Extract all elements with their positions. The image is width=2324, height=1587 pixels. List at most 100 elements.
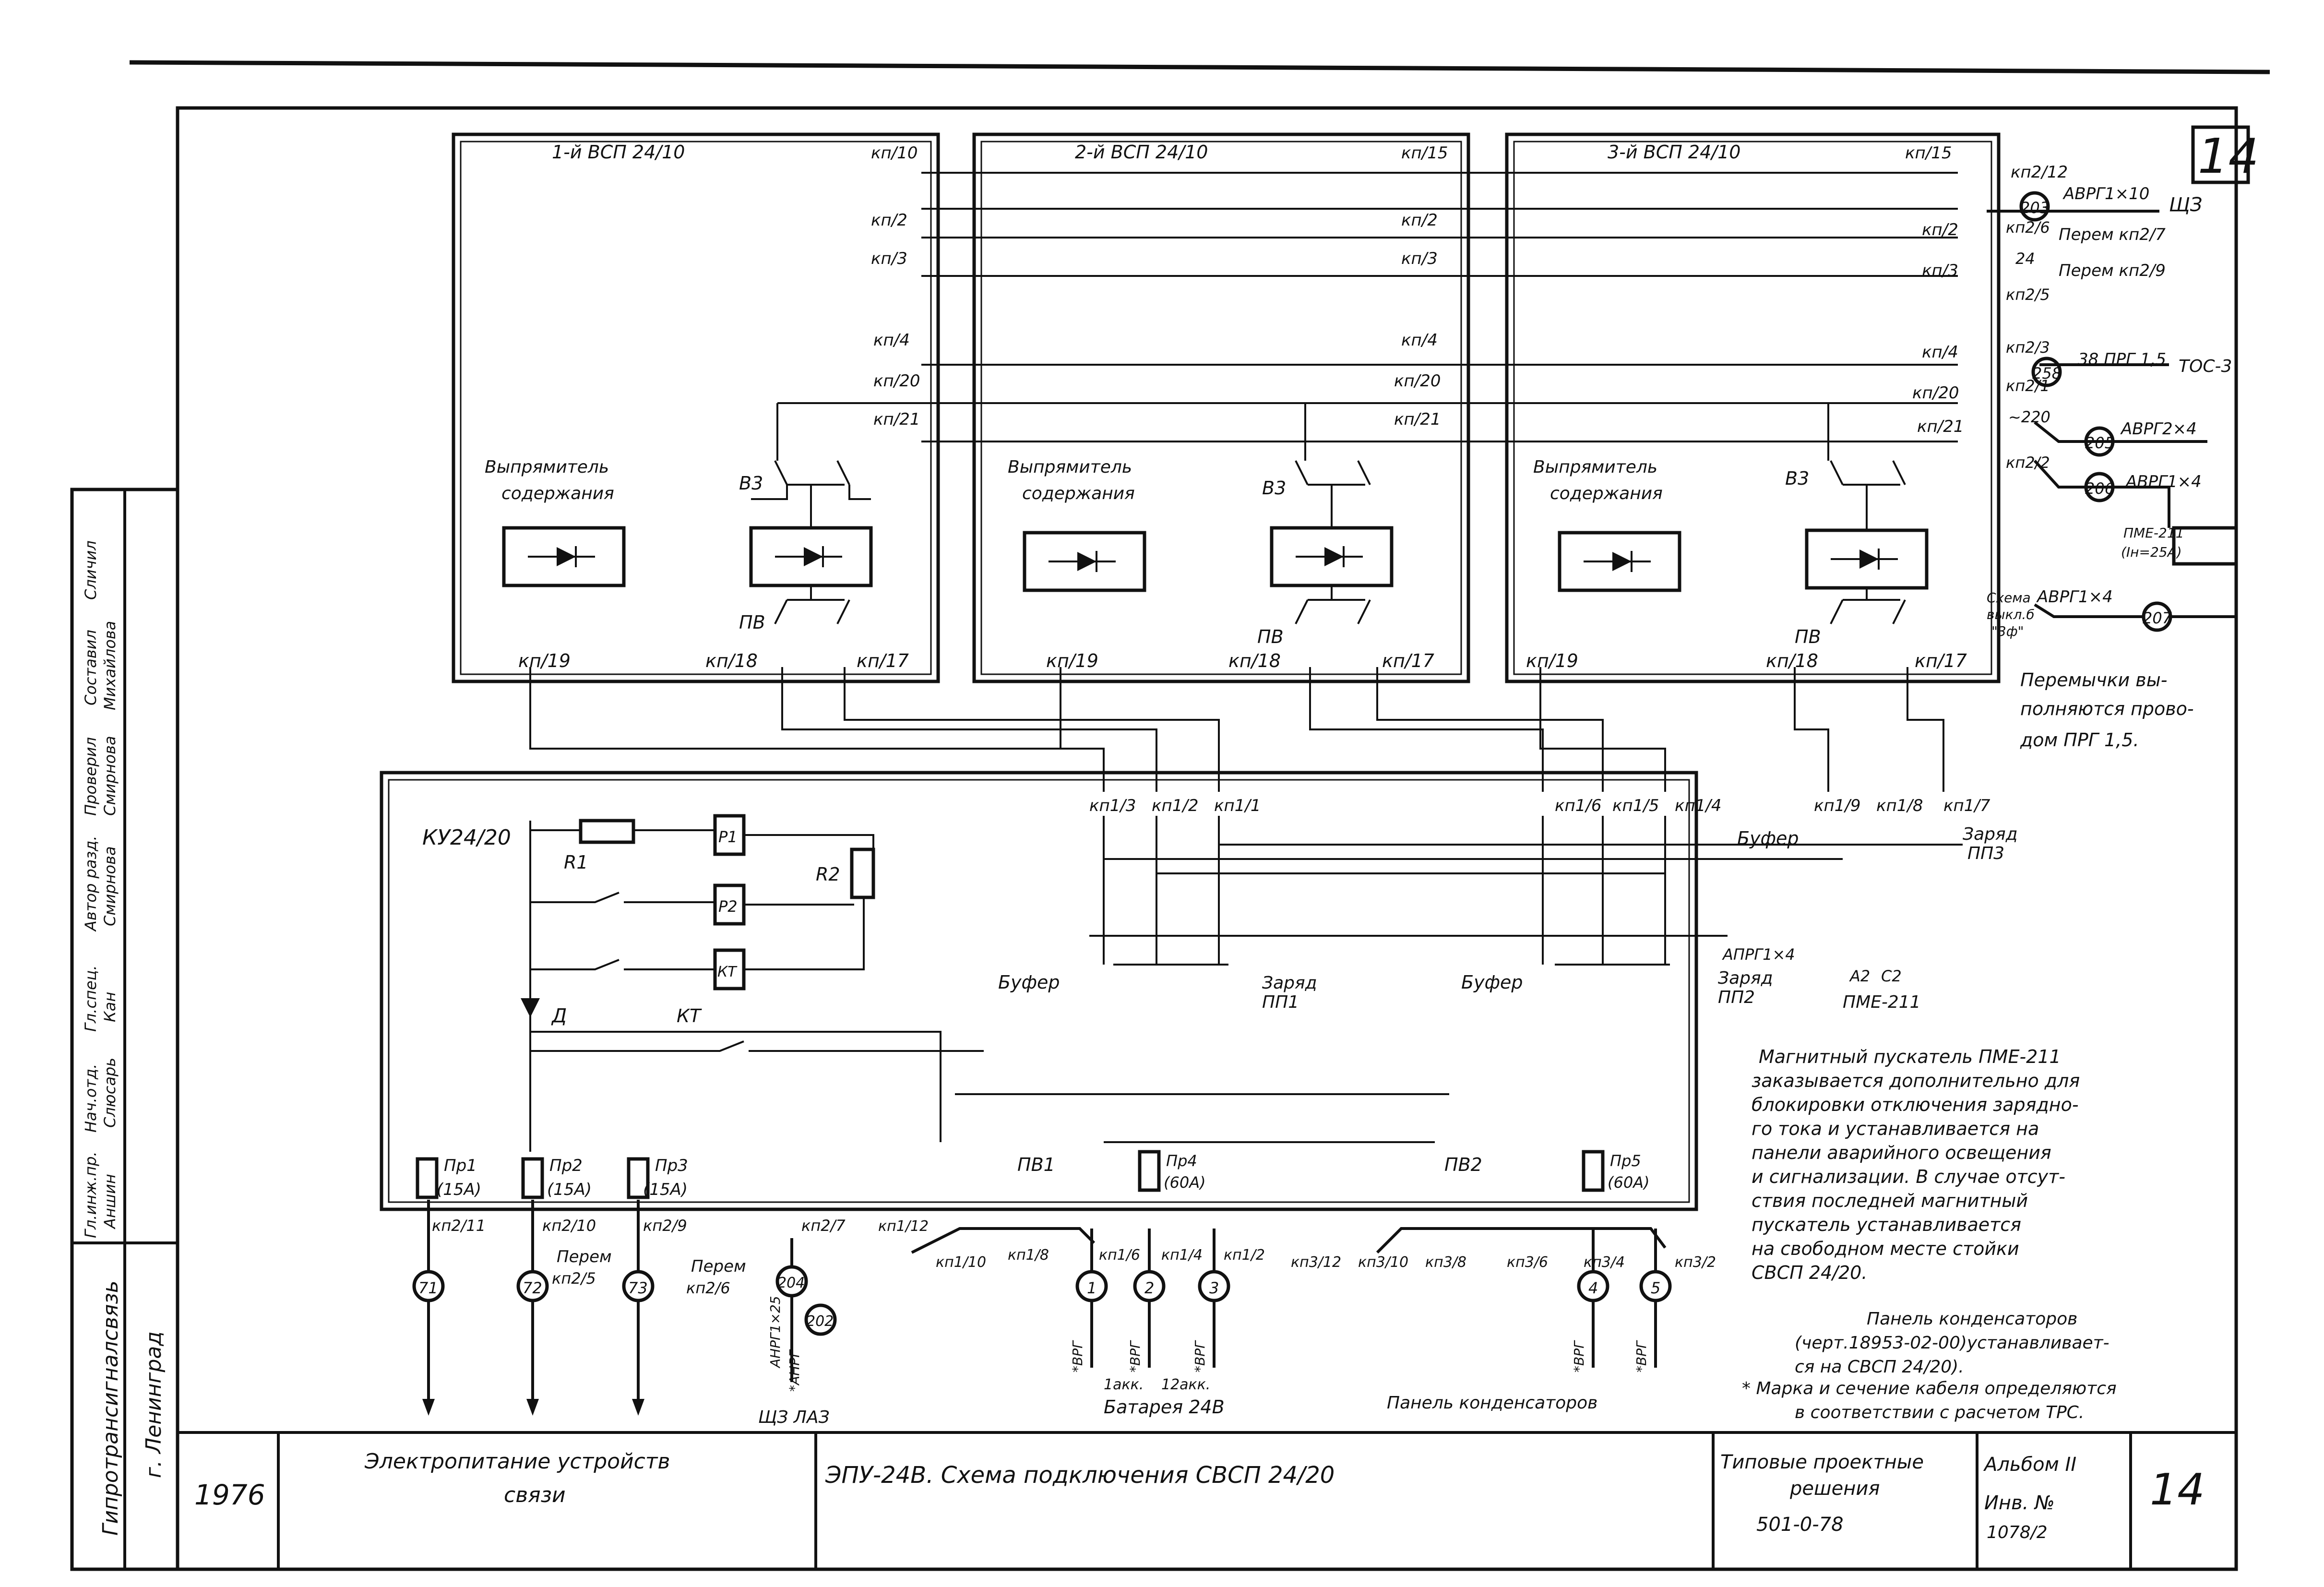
pp2-label: ПП2	[1718, 988, 1755, 1007]
kp3-4-label: кп3/4	[1584, 1254, 1625, 1271]
unit-2-pv: ПВ	[1257, 626, 1284, 647]
cable-207: 207	[2143, 609, 2172, 627]
kp1-4-label: кп1/4	[1675, 796, 1721, 815]
zaryad-3-label: Заряд	[1963, 824, 2018, 844]
unit-2-kp2: кп/2	[1401, 211, 1438, 230]
cable-avrg1x10: АВРГ1×10	[2062, 184, 2149, 203]
cable-203: 203	[2020, 199, 2050, 217]
kp3-12-label: кп3/12	[1291, 1254, 1341, 1271]
pr2-rating: (15А)	[547, 1180, 592, 1199]
unit-1-kp10: кп/10	[871, 143, 918, 163]
kp2-5-label: кп2/5	[2006, 286, 2050, 304]
pr4-label: Пр4	[1166, 1152, 1197, 1170]
cable-avrg1x4b: АВРГ1×4	[2036, 587, 2113, 607]
unit-2-kp21: кп/21	[1394, 410, 1441, 429]
fuse-pr1	[416, 1157, 439, 1199]
pr5-rating: (60А)	[1608, 1173, 1650, 1192]
kp1-2-label: кп1/2	[1152, 796, 1198, 815]
jumper-note-2: полняются прово-	[2020, 698, 2194, 719]
unit-1-rectifier-label-2: содержания	[501, 484, 614, 503]
stamp-album: Альбом II	[1983, 1454, 2076, 1476]
note-magnetic-8: пускатель устанавливается	[1752, 1214, 2021, 1235]
unit-1-kp20: кп/20	[873, 371, 920, 391]
kp2-6-label: кп2/6	[2006, 218, 2050, 237]
ku-title: КУ24/20	[422, 825, 511, 850]
unit-2-rectifier-label-2: содержания	[1022, 484, 1135, 503]
perem-kp25-label: кп2/5	[552, 1269, 596, 1288]
unit-3-kp18: кп/18	[1766, 650, 1818, 671]
stamp-inv-no: 1078/2	[1987, 1523, 2048, 1542]
unit-1-kp3: кп/3	[871, 249, 907, 268]
apg-cable-label: АПРГ1×4	[1722, 945, 1795, 964]
vrg-3: *ВРГ	[1192, 1340, 1208, 1372]
jumper-note-1: Перемычки вы-	[2020, 669, 2167, 691]
cable-1: 1	[1087, 1279, 1096, 1297]
pr4-rating: (60А)	[1164, 1173, 1206, 1192]
battery-label: Батарея 24В	[1104, 1396, 1225, 1418]
unit-3-rectifier-label-1: Выпрямитель	[1533, 457, 1657, 477]
tos-3-label: ТОС-3	[2179, 357, 2232, 376]
perem-a-label: Перем	[557, 1247, 612, 1266]
jumper-note-3: дом ПРГ 1,5.	[2020, 729, 2139, 751]
unit-2-title: 2-й ВСП 24/10	[1075, 142, 1208, 163]
cable-73: 73	[628, 1279, 648, 1297]
unit-3: 3-й ВСП 24/10 кп/15 кп/2 кп/3 кп/4 кп/20…	[1505, 132, 2001, 683]
fuse-pr5	[1582, 1150, 1605, 1192]
unit-2-kp17: кп/17	[1382, 650, 1434, 671]
kp1-10-label: кп1/10	[936, 1254, 986, 1271]
p1-relay	[713, 814, 746, 856]
note-magnetic-3: блокировки отключения зарядно-	[1752, 1094, 2079, 1115]
kp3-8-label: кп3/8	[1425, 1254, 1466, 1271]
p1-label: Р1	[718, 828, 738, 846]
v220-label: ~220	[2008, 408, 2050, 426]
unit-1-kp18: кп/18	[705, 650, 758, 671]
kp3-10-label: кп3/10	[1358, 1254, 1408, 1271]
note-panel-1: Панель конденсаторов	[1867, 1309, 2077, 1329]
schema-label-c: "3ф"	[1991, 623, 2024, 639]
pr1-label: Пр1	[444, 1156, 477, 1175]
kp1-8-label: кп1/8	[1008, 1247, 1049, 1264]
unit-2-rectifier-label-1: Выпрямитель	[1008, 457, 1132, 477]
note-magnetic-5: панели аварийного освещения	[1752, 1142, 2051, 1163]
unit-1-title: 1-й ВСП 24/10	[552, 142, 685, 163]
unit-3-kp21: кп/21	[1917, 417, 1964, 436]
unit-2-kp19: кп/19	[1046, 650, 1098, 671]
ku-pme-label: ПМЕ-211	[1843, 992, 1921, 1012]
kp1-12-label: кп1/12	[878, 1218, 929, 1235]
akk12-label: 12акк.	[1161, 1376, 1210, 1393]
kp2-11-label: кп2/11	[432, 1217, 486, 1235]
kp2-7-label: кп2/7	[801, 1217, 846, 1235]
pr3-rating: (15А)	[643, 1180, 688, 1199]
zaryad-2-label: Заряд	[1718, 968, 1773, 988]
schema-label-a: Схема	[1987, 590, 2031, 606]
panel-caps-label: Панель конденсаторов	[1387, 1393, 1597, 1413]
perem-kp26-label: кп2/6	[686, 1279, 730, 1297]
note-cable-2: в соответствии с расчетом ТРС.	[1795, 1403, 2084, 1422]
note-magnetic-9: на свободном месте стойки	[1752, 1238, 2019, 1259]
kp1-5-label: кп1/5	[1612, 796, 1659, 815]
kp2-9-label: кп2/9	[643, 1217, 687, 1235]
unit-1-pv: ПВ	[739, 612, 765, 633]
vrg-4: *ВРГ	[1571, 1340, 1587, 1372]
stamp-name-1: Аншин	[101, 1174, 119, 1229]
stamp-title-1: Электропитание устройств	[364, 1449, 670, 1474]
unit-3-pv: ПВ	[1795, 626, 1821, 647]
stamp-role-5: Проверил	[82, 737, 100, 816]
stamp-city: г. Ленинград	[142, 1331, 166, 1478]
perem-kp2-9: Перем кп2/9	[2059, 261, 2166, 280]
pv1-label: ПВ1	[1017, 1154, 1055, 1175]
note-panel-3: ся на СВСП 24/20).	[1795, 1357, 1964, 1377]
unit-2-kp18: кп/18	[1228, 650, 1281, 671]
unit-3-rectifier-label-2: содержания	[1550, 484, 1663, 503]
cable-4: 4	[1588, 1279, 1598, 1297]
stamp-typical-3: 501-0-78	[1756, 1514, 1844, 1536]
kp1-7-label: кп1/7	[1943, 796, 1990, 815]
stamp-role-4: Автор разд.	[82, 835, 100, 932]
left-stamp: Гипротрансигналсвязь г. Ленинград Гл.инж…	[70, 488, 179, 1571]
bus-wires	[776, 172, 1958, 461]
unit-1-rectifier-label-1: Выпрямитель	[485, 457, 609, 477]
stamp-name-4: Смирнова	[101, 846, 119, 926]
unit-3-kp15: кп/15	[1905, 143, 1952, 163]
unit-3-kp20: кп/20	[1912, 383, 1959, 403]
cable-5: 5	[1651, 1279, 1660, 1297]
